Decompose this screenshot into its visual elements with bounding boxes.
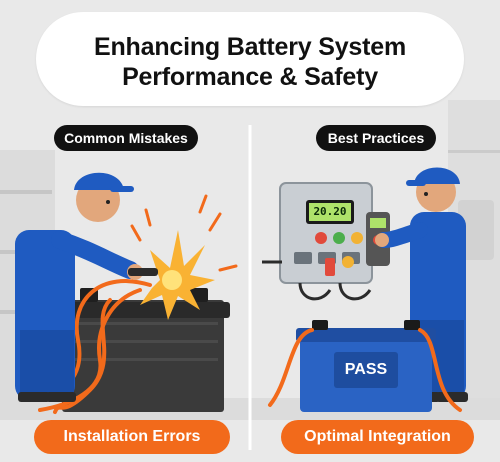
battery-cables xyxy=(268,328,462,412)
title-line-1: Enhancing Battery System xyxy=(94,33,406,61)
battery-pass-text: PASS xyxy=(344,361,388,378)
title-banner: Enhancing Battery System Performance & S… xyxy=(36,12,464,106)
installation-errors-caption: Installation Errors xyxy=(34,420,230,454)
control-panel xyxy=(279,182,373,284)
optimal-integration-caption: Optimal Integration xyxy=(281,420,474,454)
panel-cables xyxy=(262,260,372,301)
worker-left xyxy=(15,172,158,402)
spark-burst xyxy=(130,194,238,320)
meter-display-readout: 20.20 xyxy=(313,205,347,218)
title-line-2: Performance & Safety xyxy=(122,63,378,91)
blue-battery xyxy=(296,320,436,412)
best-practices-label: Best Practices xyxy=(316,125,436,151)
common-mistakes-label: Common Mistakes xyxy=(54,125,198,151)
